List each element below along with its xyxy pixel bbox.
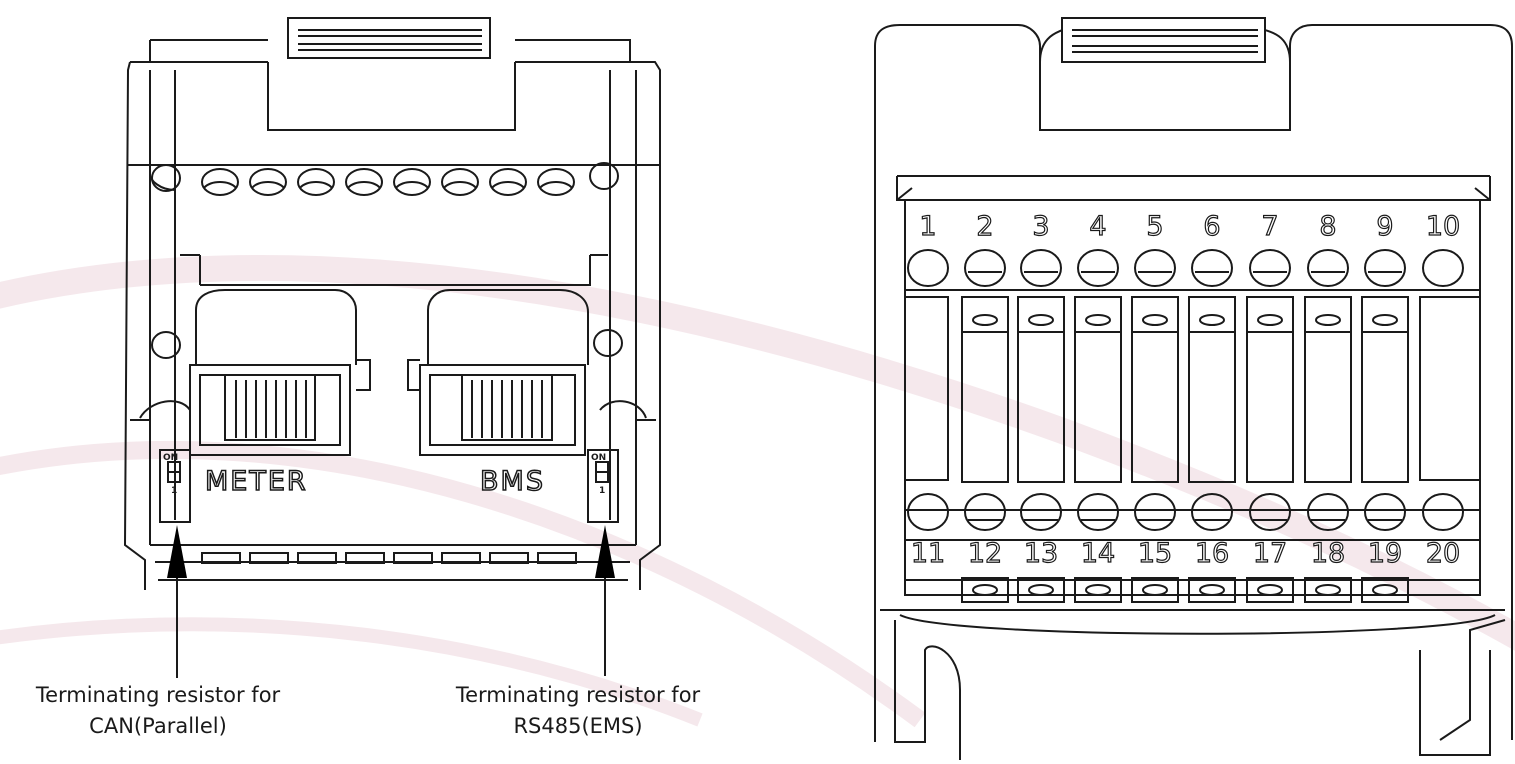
terminal-slots	[905, 296, 1480, 483]
can-arrow	[167, 525, 187, 678]
pin-number: 12	[968, 538, 1002, 569]
pin-number: 1	[919, 211, 936, 242]
pin-number: 7	[1261, 211, 1278, 242]
top-clip	[287, 17, 491, 59]
release-slots	[961, 577, 1409, 603]
dip-switch-one-label-left: 1	[171, 486, 177, 496]
pin-number: 5	[1146, 211, 1163, 242]
pin-number: 16	[1195, 538, 1229, 569]
pin-number: 18	[1311, 538, 1345, 569]
dip-switch-can	[159, 449, 191, 523]
bms-label: BMS	[480, 466, 545, 497]
pin-number: 17	[1253, 538, 1287, 569]
caption-line: Terminating resistor for	[35, 683, 281, 707]
background-swoosh	[0, 255, 1515, 728]
meter-label: METER	[205, 466, 308, 497]
meter-port	[189, 289, 371, 456]
bottom-pin-numbers: 11 12 13 14 15 16 17 18 19 20	[910, 537, 1461, 569]
caption-line: Terminating resistor for	[455, 683, 701, 707]
pin-number: 13	[1024, 538, 1058, 569]
caption-line: RS485(EMS)	[513, 714, 643, 738]
pin-number: 9	[1376, 211, 1393, 242]
pin-number: 2	[976, 211, 993, 242]
pin-number: 14	[1081, 538, 1115, 569]
dip-switch-rs485	[587, 449, 619, 523]
pin-number: 6	[1203, 211, 1220, 242]
pin-number: 4	[1089, 211, 1106, 242]
bms-port	[407, 289, 589, 456]
dip-switch-one-label-right: 1	[599, 486, 605, 496]
dip-switch-on-label-left: ON	[163, 453, 178, 463]
top-pin-numbers: 1 2 3 4 5 6 7 8 9 10	[919, 210, 1461, 242]
bottom-terminal-strip	[150, 544, 636, 581]
pin-number: 20	[1426, 538, 1460, 569]
rs485-arrow	[595, 525, 615, 676]
left-connector	[123, 17, 661, 590]
top-pin-holes	[907, 249, 1464, 287]
pin-number: 15	[1138, 538, 1172, 569]
can-terminating-resistor-caption: Terminating resistor for CAN(Parallel)	[8, 680, 308, 742]
left-body-outline	[123, 61, 661, 590]
terminal-hole-row	[201, 168, 575, 196]
caption-line: CAN(Parallel)	[89, 714, 227, 738]
pin-number: 19	[1368, 538, 1402, 569]
dip-switch-on-label-right: ON	[591, 453, 606, 463]
pin-number: 8	[1319, 211, 1336, 242]
pin-number: 10	[1426, 211, 1460, 242]
bottom-pin-holes	[907, 493, 1464, 531]
pin-number: 3	[1032, 211, 1049, 242]
pin-number: 11	[911, 538, 945, 569]
right-connector	[874, 17, 1513, 760]
rs485-terminating-resistor-caption: Terminating resistor for RS485(EMS)	[428, 680, 728, 742]
